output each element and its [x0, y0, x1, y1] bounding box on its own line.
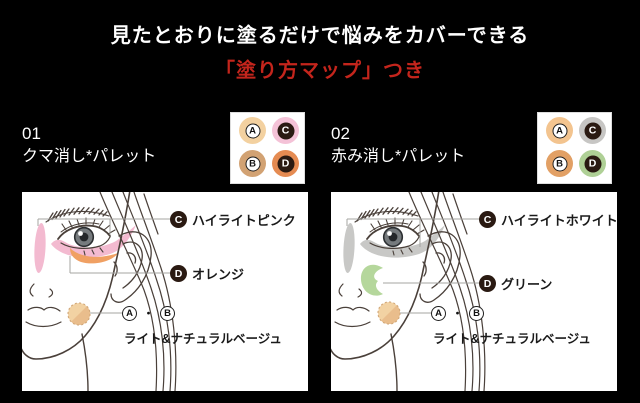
palette-02-title: 02 赤み消し*パレット — [331, 122, 465, 168]
palette-01-number: 01 — [22, 124, 41, 143]
ab-separator: ・ — [143, 308, 154, 320]
a-marker-badge: A — [122, 305, 137, 321]
c-label: ハイライトホワイト — [501, 213, 617, 228]
highlight-undereye-patch — [51, 225, 136, 258]
eyebrow-hatching — [356, 206, 417, 222]
pan-d-swatch: D — [272, 150, 299, 177]
face-line-art — [22, 192, 177, 391]
pan-c-badge: C — [277, 122, 294, 139]
lips — [334, 306, 371, 328]
ear — [110, 231, 152, 303]
highlight-strip-patch — [34, 223, 46, 273]
pan-a-badge: A — [552, 123, 567, 138]
pan-c-swatch: C — [272, 117, 299, 144]
palette-02-number: 02 — [331, 124, 350, 143]
highlight-strip-patch — [343, 223, 355, 273]
application-map-01: C ハイライトピンク D オレンジ A ・ B ライト&ナチュラルベージュ — [22, 192, 308, 391]
nose — [29, 283, 54, 298]
pan-b-swatch: B — [546, 150, 573, 177]
face-outline — [331, 192, 440, 360]
face-illustration — [22, 192, 177, 391]
b-marker-badge: B — [469, 305, 484, 321]
pan-c-badge: C — [584, 122, 601, 139]
pan-a-swatch: A — [546, 117, 573, 144]
face-outline — [22, 192, 131, 360]
a-marker-badge: A — [431, 305, 446, 321]
b-marker-badge: B — [160, 305, 175, 321]
eye — [57, 217, 116, 256]
neck-line — [390, 333, 398, 391]
d-label: オレンジ — [192, 267, 245, 282]
ab-separator: ・ — [452, 308, 463, 320]
callout-c: C ハイライトホワイト — [479, 210, 617, 229]
callout-ab: A ・ B — [122, 305, 175, 321]
ab-label: ライト&ナチュラルベージュ — [433, 332, 591, 346]
application-map-02: C ハイライトホワイト D グリーン A ・ B ライト&ナチュラルベージュ — [331, 192, 617, 391]
base-patch — [377, 301, 401, 325]
c-marker-badge: C — [479, 211, 496, 228]
ab-label: ライト&ナチュラルベージュ — [124, 332, 282, 346]
lips — [25, 306, 62, 328]
highlight-undereye-patch — [360, 225, 445, 258]
c-label: ハイライトピンク — [192, 213, 296, 228]
callout-c: C ハイライトピンク — [170, 210, 296, 229]
pan-d-badge: D — [277, 155, 294, 172]
face-illustration — [331, 192, 486, 391]
callout-d: D グリーン — [479, 274, 552, 293]
page-title: 見たとおりに塗るだけで悩みをカバーできる — [110, 25, 530, 47]
face-line-art — [331, 192, 486, 391]
eyebrow-hatching — [47, 206, 108, 222]
callout-lines — [37, 218, 170, 314]
nose — [338, 283, 363, 298]
palette-02-swatch: A C B D — [537, 112, 612, 184]
base-patch — [67, 302, 91, 326]
page-subtitle: 「塗り方マップ」つき — [215, 60, 425, 82]
accent-patch — [360, 264, 383, 296]
c-marker-badge: C — [170, 211, 187, 228]
callout-d: D オレンジ — [170, 264, 244, 283]
pan-d-badge: D — [584, 155, 601, 172]
palette-01-name: クマ消し*パレット — [22, 148, 157, 165]
d-marker-badge: D — [170, 265, 187, 282]
palette-01-title: 01 クマ消し*パレット — [22, 122, 156, 168]
palette-02-name: 赤み消し*パレット — [331, 148, 466, 165]
pan-a-badge: A — [245, 123, 260, 138]
pan-b-swatch: B — [239, 150, 266, 177]
palette-01-swatch: A C B D — [230, 112, 305, 184]
callout-ab: A ・ B — [431, 305, 484, 321]
callout-lines — [346, 218, 479, 314]
d-marker-badge: D — [479, 275, 496, 292]
pan-b-badge: B — [245, 156, 260, 171]
accent-patch — [70, 248, 118, 264]
pan-b-badge: B — [552, 156, 567, 171]
neck-line — [81, 333, 89, 391]
d-label: グリーン — [501, 277, 553, 292]
makeup-patches — [34, 223, 136, 326]
hair-strands — [99, 192, 177, 391]
pan-c-swatch: C — [579, 117, 606, 144]
pan-d-swatch: D — [579, 150, 606, 177]
eye — [366, 217, 425, 256]
pan-a-swatch: A — [239, 117, 266, 144]
